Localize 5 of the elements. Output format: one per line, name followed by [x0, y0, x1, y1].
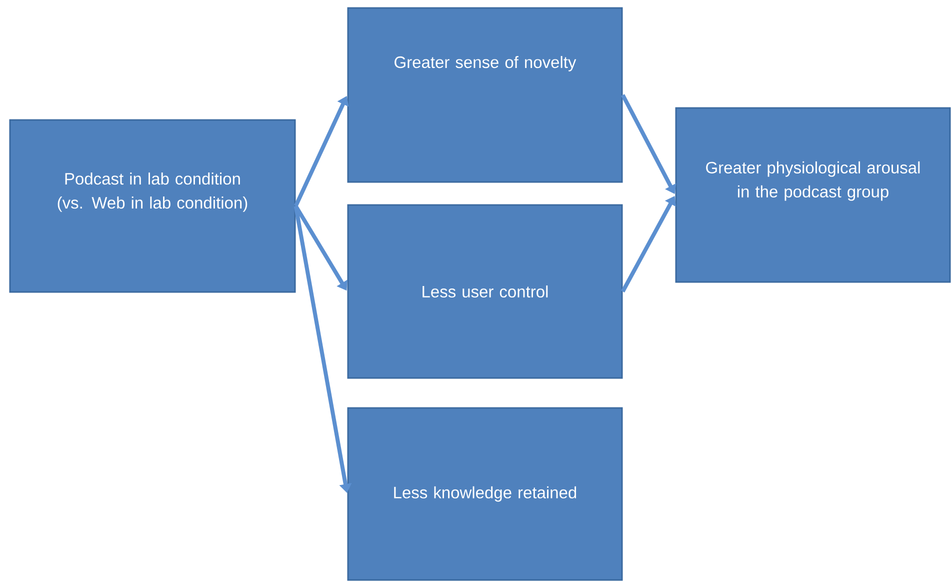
process-box: Greater sense of novelty [347, 7, 623, 183]
process-box: Podcast in lab condition (vs. Web in lab condition) [9, 119, 296, 293]
process-box: Greater physiological arousal in the podcast group [675, 107, 951, 283]
process-box: Less knowledge retained [347, 407, 623, 581]
process-box: Less user control [347, 204, 623, 379]
